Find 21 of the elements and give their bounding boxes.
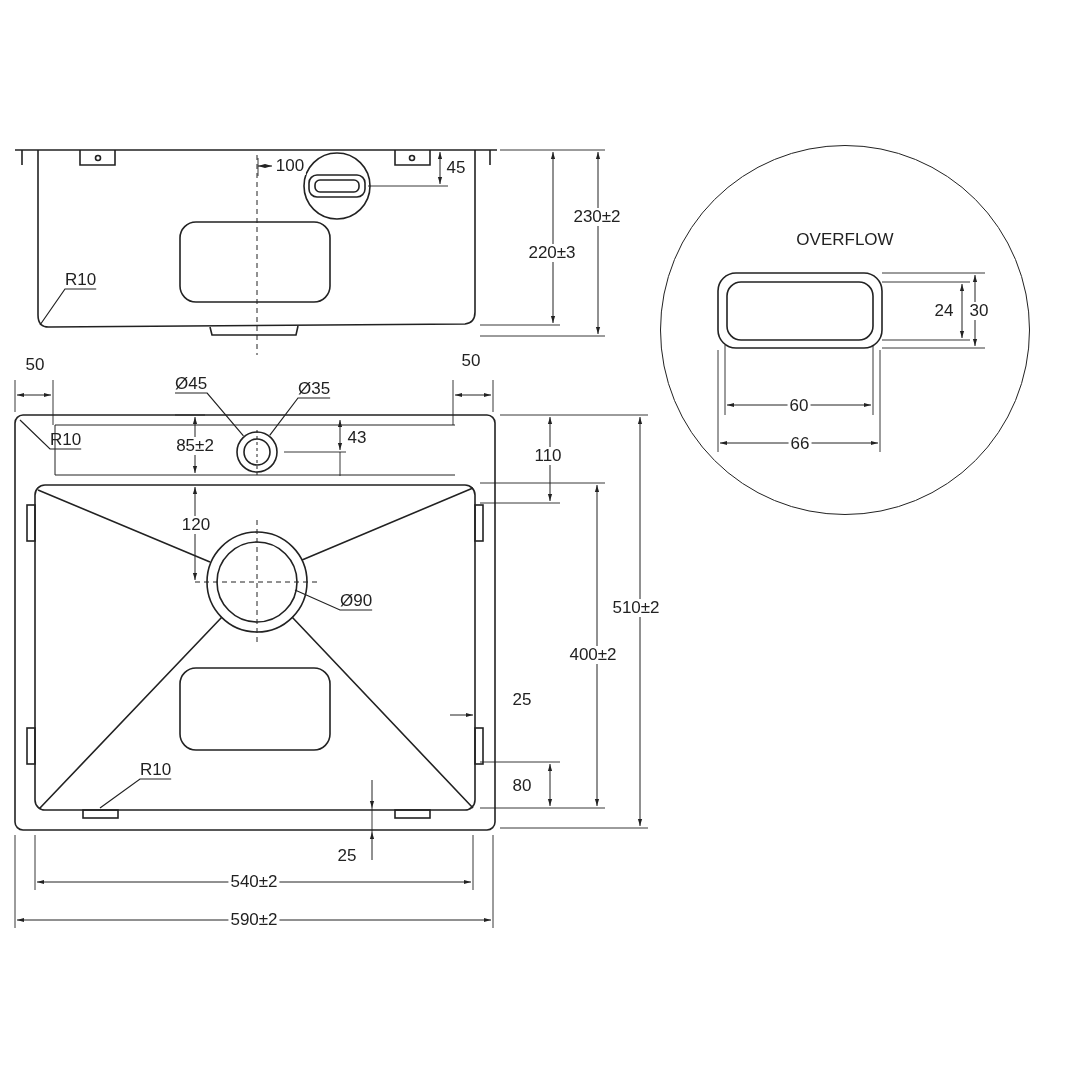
leader-line	[174, 392, 245, 437]
dimension-label: 220±3	[526, 244, 578, 262]
dimension-label: 230±2	[571, 208, 623, 226]
dimension-label: 85±2	[174, 437, 216, 455]
dimension-label: 110	[532, 447, 564, 465]
dimension-label: 510±2	[610, 599, 662, 617]
leader-line	[19, 419, 82, 450]
dimension-label: 400±2	[567, 646, 619, 664]
leader-line	[294, 589, 373, 611]
callout-label: Ø90	[340, 592, 373, 610]
overflow-hole-ring	[236, 431, 278, 473]
callout-label: R10	[140, 761, 172, 779]
callout-label: Ø35	[298, 380, 331, 398]
dimension-label: 30	[967, 302, 991, 320]
leader-line	[39, 288, 97, 326]
callout-label: Ø45	[175, 375, 208, 393]
leader-line	[99, 778, 172, 809]
callout-label: R10	[65, 271, 97, 289]
callout-label: R10	[50, 431, 82, 449]
leader-line	[269, 397, 331, 436]
detail-title: OVERFLOW	[795, 230, 895, 250]
